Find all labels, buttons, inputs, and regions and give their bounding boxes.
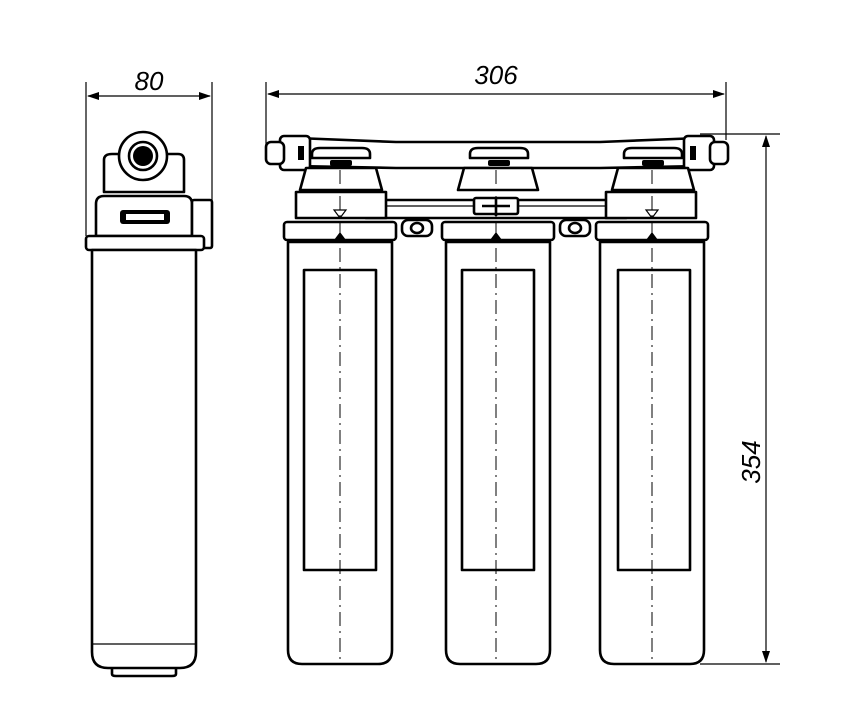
filter-housing-3 xyxy=(594,146,710,666)
filter-housing-1 xyxy=(282,146,398,666)
height-dimension-label: 354 xyxy=(736,440,766,483)
front-view: 306 354 xyxy=(264,60,780,666)
width-dimension-label: 80 xyxy=(135,66,164,96)
length-dimension-label: 306 xyxy=(474,60,518,90)
filter-housing-2 xyxy=(440,146,556,666)
side-housing xyxy=(90,248,198,670)
left-end-fitting xyxy=(264,134,312,172)
side-view: 80 xyxy=(84,66,214,678)
right-end-fitting xyxy=(682,134,730,172)
